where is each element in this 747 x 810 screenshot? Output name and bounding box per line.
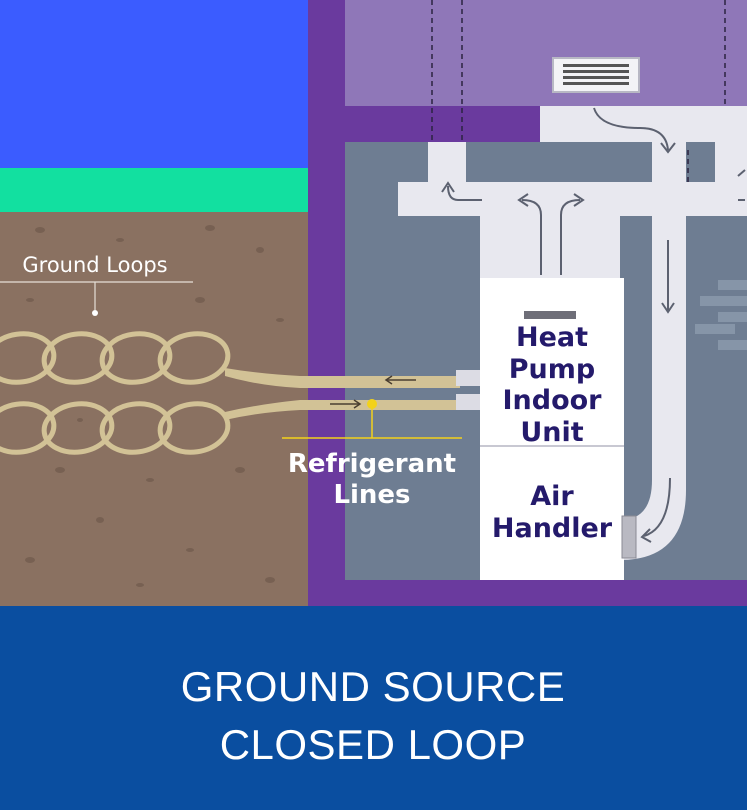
pipe-cap-top <box>456 370 480 386</box>
refrigerant-label-line-1: Refrigerant <box>288 449 456 479</box>
footer-title-line-1: GROUND SOURCE <box>181 663 566 710</box>
heat-pump-label-line-1: Heat <box>516 322 588 353</box>
upper-room <box>345 0 747 106</box>
refrigerant-label-line-2: Lines <box>333 480 410 510</box>
air-handler-label-line-2: Handler <box>492 513 613 544</box>
footer-band <box>0 606 747 810</box>
vent-grille <box>552 57 640 93</box>
air-handler-label-line-1: Air <box>530 481 574 512</box>
supply-connector <box>621 515 637 559</box>
ground-loops-marker <box>92 310 98 316</box>
pipe-cap-bottom <box>456 394 480 410</box>
ground-loops-label: Ground Loops <box>22 253 167 277</box>
refrigerant-flow-arrows <box>330 375 416 409</box>
heat-pump-label-line-4: Unit <box>520 417 583 448</box>
grass <box>0 168 308 212</box>
coil-tails <box>225 368 460 420</box>
ground-loop-coils <box>0 331 231 455</box>
heat-pump-unit <box>480 278 624 580</box>
unit-slot <box>524 311 576 319</box>
heat-pump-label-line-3: Indoor <box>502 385 602 416</box>
brick-pattern <box>695 280 747 350</box>
heat-pump-label-line-2: Pump <box>509 354 595 385</box>
soil-pebbles <box>25 225 284 587</box>
footer-title-line-2: CLOSED LOOP <box>220 721 527 768</box>
ductwork <box>398 106 747 560</box>
airflow-arrows <box>441 107 746 543</box>
sky <box>0 0 308 168</box>
